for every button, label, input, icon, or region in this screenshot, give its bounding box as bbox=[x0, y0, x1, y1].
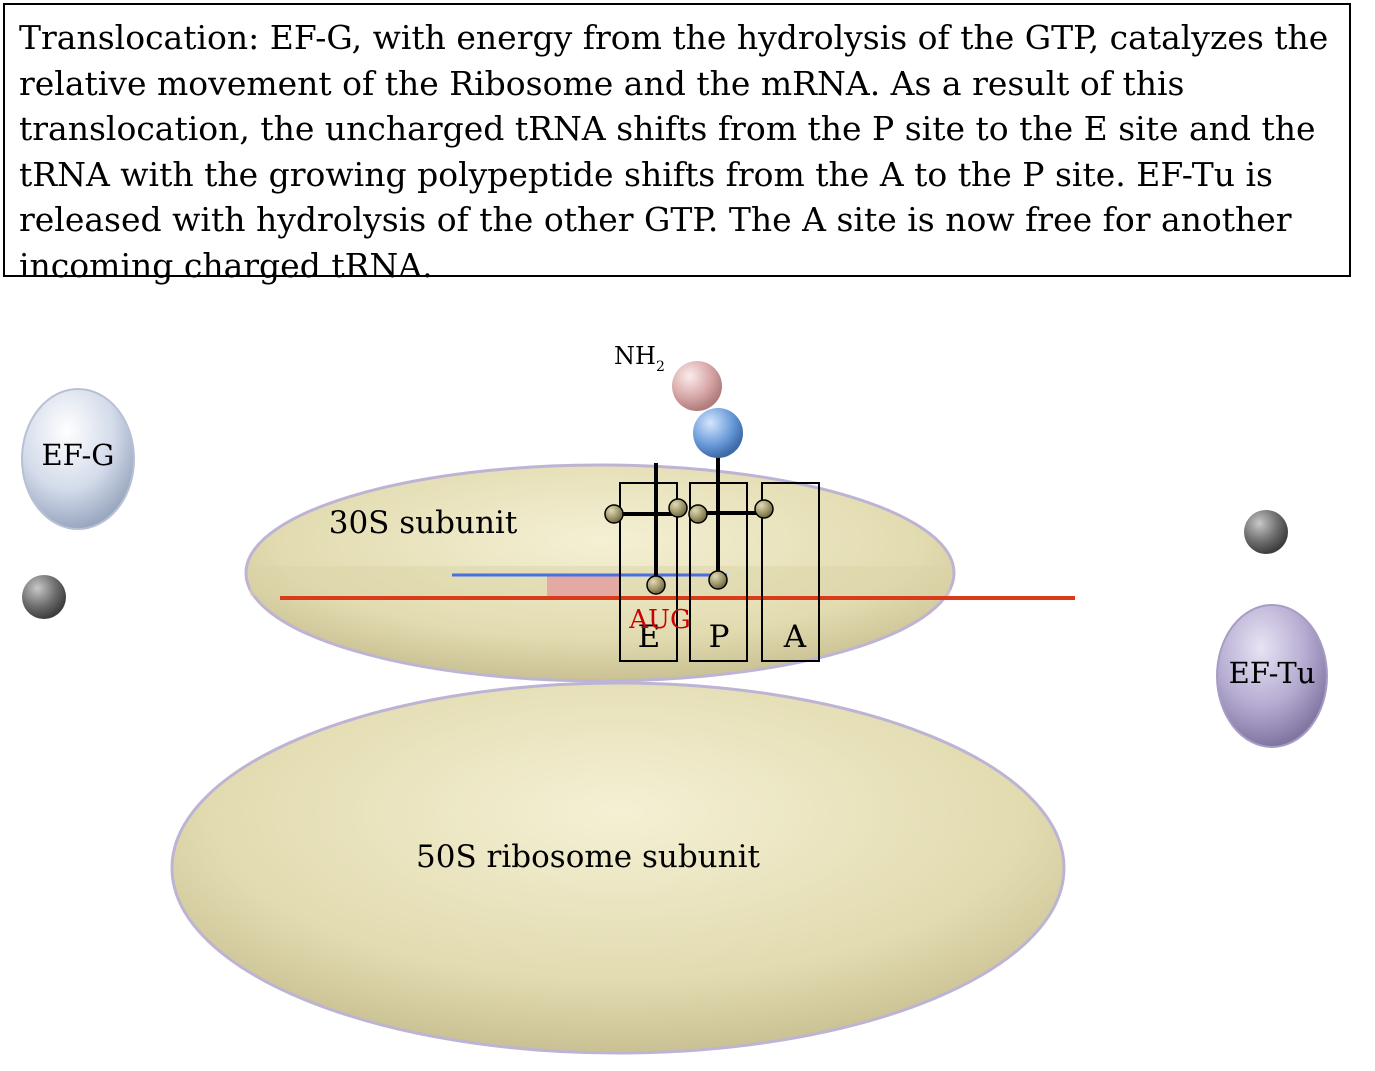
trna-p-site bbox=[688, 455, 774, 590]
caption-text: Translocation: EF-G, with energy from th… bbox=[19, 18, 1329, 285]
trna-node bbox=[754, 499, 774, 519]
site-p-label: P bbox=[709, 619, 730, 655]
amino-acid-next bbox=[693, 408, 743, 458]
trna-node bbox=[668, 498, 688, 518]
codon-highlight bbox=[547, 575, 619, 599]
site-e-box bbox=[619, 482, 678, 662]
large-subunit-label: 50S ribosome subunit bbox=[416, 839, 761, 875]
nh2-label: NH2 bbox=[614, 342, 665, 375]
start-codon-label: AUG bbox=[628, 605, 690, 635]
amino-acid-terminal bbox=[672, 361, 722, 411]
gtp-molecule-right bbox=[1244, 510, 1288, 554]
trna-e-site bbox=[604, 463, 688, 595]
ef-g-factor: EF-G bbox=[21, 388, 135, 530]
ef-tu-label: EF-Tu bbox=[1229, 656, 1316, 690]
caption-box: Translocation: EF-G, with energy from th… bbox=[3, 3, 1351, 285]
trna-node bbox=[688, 504, 708, 524]
trna-node bbox=[604, 504, 624, 524]
anticodon-node bbox=[646, 575, 666, 595]
ef-g-label: EF-G bbox=[42, 438, 115, 472]
site-a-box bbox=[761, 482, 820, 662]
anticodon-node bbox=[708, 570, 728, 590]
small-subunit-label: 30S subunit bbox=[329, 505, 518, 541]
large-subunit: 50S ribosome subunit bbox=[170, 681, 1066, 1055]
site-a-label: A bbox=[783, 619, 807, 655]
small-subunit: 30S subunit bbox=[244, 463, 956, 683]
polypeptide-chain: NH2 bbox=[614, 342, 743, 458]
ef-tu-factor: EF-Tu bbox=[1216, 604, 1328, 748]
gtp-molecule-left bbox=[22, 575, 66, 619]
site-e-label: E bbox=[638, 619, 661, 655]
